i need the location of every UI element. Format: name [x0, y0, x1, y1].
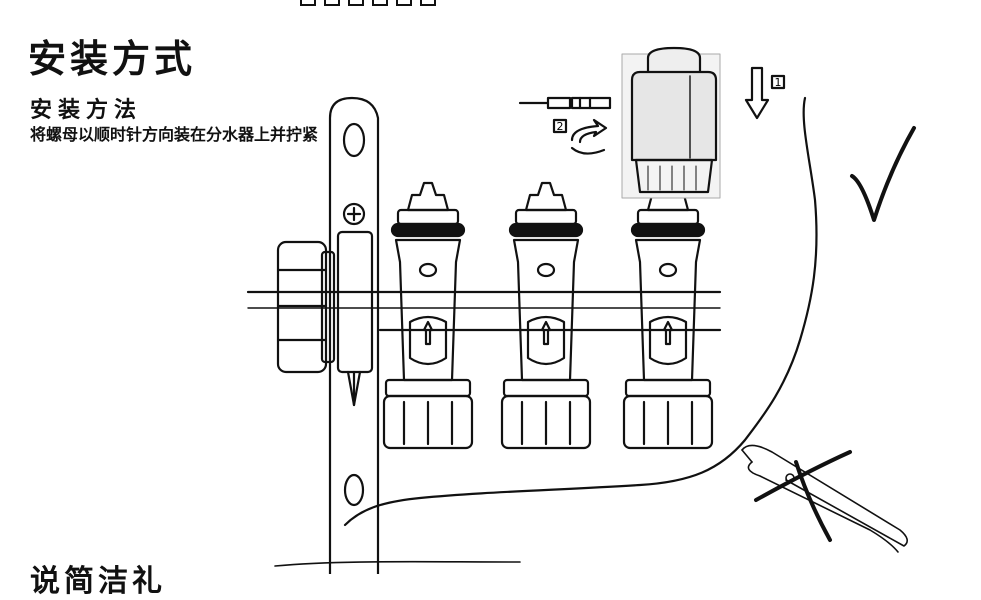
- mounting-bracket: [328, 96, 380, 574]
- top-cropped-glyphs: [300, 0, 436, 6]
- outlet-2: [500, 181, 592, 450]
- page-title: 安装方式: [28, 37, 197, 81]
- manifold-installation-diagram: 1 2: [246, 46, 916, 574]
- outlet-3: [622, 181, 714, 450]
- check-mark-icon: [850, 126, 916, 222]
- cross-mark-icon: [754, 450, 852, 542]
- rotate-arrow-icon: [570, 118, 608, 144]
- outlet-1: [382, 181, 474, 450]
- pliers-icon: [741, 444, 908, 553]
- down-arrow-icon: [744, 66, 770, 120]
- connector-icon: [518, 96, 612, 110]
- instruction-text: 将螺母以顺时针方向装在分水器上并拧紧: [30, 125, 319, 144]
- section-subtitle: 安装方法: [30, 98, 143, 123]
- footer-cropped-text: 说简洁礼: [30, 564, 166, 599]
- floor-line: [274, 560, 521, 567]
- thermal-actuator: [621, 46, 721, 199]
- step-number-2: 2: [557, 120, 564, 133]
- cabinet-outline: [343, 96, 818, 527]
- end-nut: [276, 240, 336, 374]
- step-number-1: 1: [775, 76, 782, 89]
